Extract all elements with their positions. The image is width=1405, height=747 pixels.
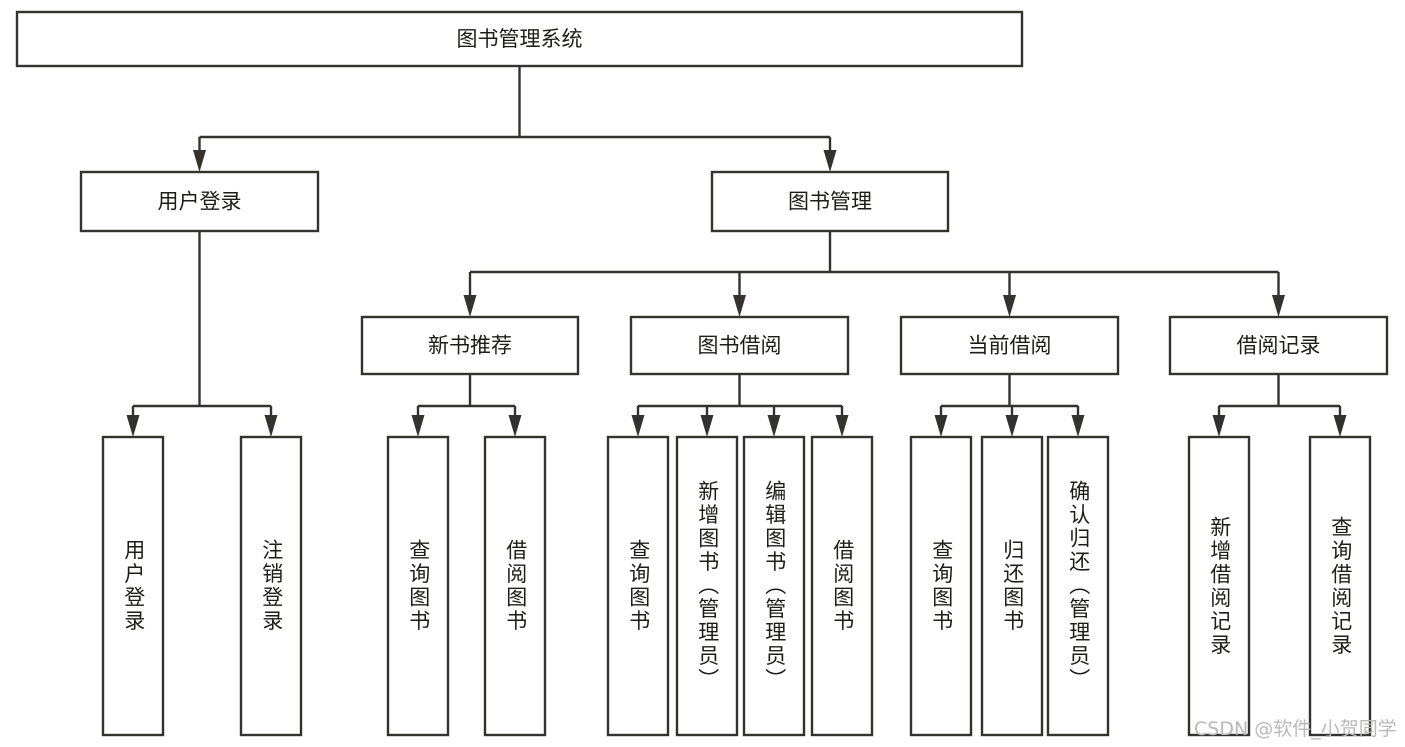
node-label-l2_0: 用户登录: [158, 190, 242, 214]
node-box-leaf_0[interactable]: [101, 435, 165, 737]
node-box-leaf_2[interactable]: [386, 435, 450, 737]
arrow-head-l2_1: [823, 150, 837, 172]
node-box-leaf_8[interactable]: [909, 435, 973, 737]
arrow-head-l3_1: [733, 295, 746, 317]
connector-group-l3_2: [934, 374, 1085, 437]
arrow-head-leaf_1: [264, 415, 278, 437]
node-box-l3_1[interactable]: [629, 315, 850, 376]
arrow-head-leaf_7: [835, 415, 849, 437]
node-label-root: 图书管理系统: [457, 27, 583, 51]
connector-group-root: [193, 66, 837, 172]
arrow-head-leaf_10: [1071, 415, 1085, 437]
node-box-l3_2[interactable]: [899, 315, 1120, 376]
node-box-leaf_11[interactable]: [1187, 435, 1251, 737]
node-label-l3_2: 当前借阅: [968, 334, 1052, 358]
node-box-leaf_9[interactable]: [980, 435, 1044, 737]
connector-group-l2_1: [463, 231, 1285, 317]
node-box-leaf_6[interactable]: [742, 435, 806, 737]
node-box-leaf_4[interactable]: [606, 435, 670, 737]
node-box-l2_1[interactable]: [710, 170, 950, 233]
node-box-layer: [15, 10, 1389, 737]
arrow-head-leaf_6: [767, 415, 781, 437]
node-label-l3_3: 借阅记录: [1237, 334, 1321, 358]
arrow-head-leaf_0: [126, 415, 140, 437]
node-box-l3_0[interactable]: [360, 315, 580, 376]
node-label-l3_0: 新书推荐: [428, 334, 512, 358]
arrow-head-leaf_11: [1212, 415, 1226, 437]
arrow-head-leaf_8: [934, 415, 948, 437]
node-label-l2_1: 图书管理: [788, 190, 872, 214]
connector-group-l3_1: [631, 374, 849, 437]
connector-layer: [126, 66, 1347, 437]
node-box-leaf_10[interactable]: [1046, 435, 1110, 737]
arrow-head-leaf_3: [508, 415, 522, 437]
connector-group-l3_0: [411, 374, 522, 437]
node-box-l2_0[interactable]: [79, 170, 320, 233]
node-box-root[interactable]: [15, 10, 1024, 68]
arrow-head-l3_3: [1272, 295, 1285, 317]
node-label-l3_1: 图书借阅: [698, 334, 782, 358]
arrow-head-l3_2: [1003, 295, 1016, 317]
arrow-head-leaf_4: [631, 415, 645, 437]
node-box-leaf_1[interactable]: [239, 435, 303, 737]
node-box-leaf_5[interactable]: [675, 435, 739, 737]
node-box-l3_3[interactable]: [1168, 315, 1389, 376]
arrow-head-leaf_9: [1005, 415, 1019, 437]
node-box-leaf_3[interactable]: [483, 435, 547, 737]
connector-group-l2_0: [126, 231, 278, 437]
arrow-head-leaf_5: [700, 415, 714, 437]
node-box-leaf_7[interactable]: [810, 435, 874, 737]
arrow-head-leaf_12: [1333, 415, 1347, 437]
arrow-head-leaf_2: [411, 415, 425, 437]
arrow-head-l2_0: [193, 150, 206, 172]
node-box-leaf_12[interactable]: [1308, 435, 1372, 737]
connector-group-l3_3: [1212, 374, 1347, 437]
arrow-head-l3_0: [463, 295, 477, 317]
